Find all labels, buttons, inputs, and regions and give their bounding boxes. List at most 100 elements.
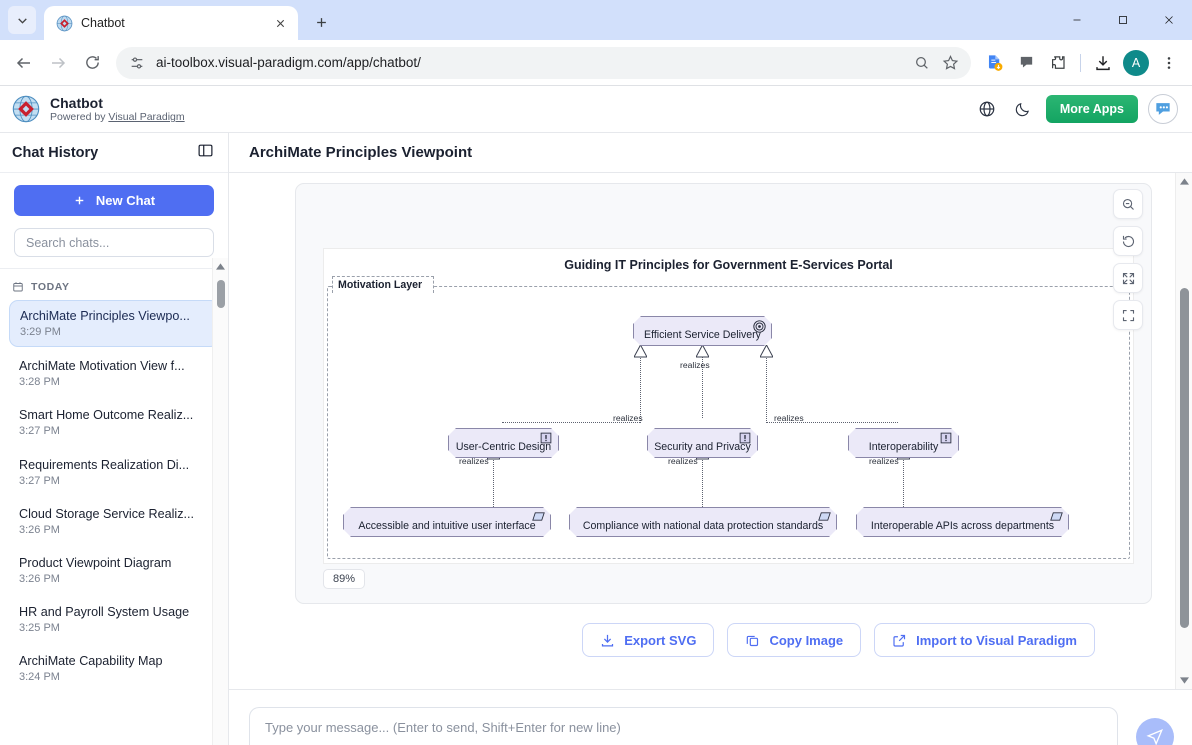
download-icon	[602, 634, 614, 646]
new-chat-button[interactable]: New Chat	[14, 185, 214, 216]
diagram-node-principle-user-centric-design[interactable]: User-Centric Design	[448, 428, 559, 458]
window-close-button[interactable]	[1146, 0, 1192, 40]
forward-button[interactable]	[42, 47, 74, 79]
chat-history-item[interactable]: ArchiMate Motivation View f...3:28 PM	[9, 351, 219, 396]
three-dot-menu-icon[interactable]	[1154, 48, 1184, 78]
chat-history-item-title: Smart Home Outcome Realiz...	[19, 408, 194, 423]
panel-collapse-icon[interactable]	[197, 142, 214, 164]
plus-icon	[316, 17, 326, 27]
chat-history-item-title: Product Viewpoint Diagram	[19, 555, 172, 570]
chat-history-item-title: Cloud Storage Service Realiz...	[19, 506, 194, 521]
scroll-up-arrow-icon[interactable]	[1176, 173, 1192, 190]
diagram-node-requirement-compliance[interactable]: Compliance with national data protection…	[569, 507, 837, 537]
connector-line	[493, 458, 494, 507]
chat-history-item-time: 3:24 PM	[19, 671, 60, 684]
message-input[interactable]	[249, 706, 1118, 745]
diagram-node-goal[interactable]: Efficient Service Delivery	[633, 316, 772, 346]
diagram-node-principle-security-and-privacy[interactable]: Security and Privacy	[647, 428, 758, 458]
connector-line	[766, 356, 767, 423]
more-apps-button[interactable]: More Apps	[1045, 95, 1138, 123]
fit-screen-icon[interactable]	[1113, 263, 1143, 293]
copy-image-button[interactable]: Copy Image	[727, 623, 862, 657]
back-button[interactable]	[8, 47, 40, 79]
edge-label: realizes	[774, 413, 804, 423]
zoom-out-icon[interactable]	[1113, 189, 1143, 219]
principle-icon	[540, 432, 553, 445]
new-tab-button[interactable]	[306, 7, 336, 37]
star-icon[interactable]	[941, 54, 959, 72]
diagram-canvas[interactable]: Guiding IT Principles for Government E-S…	[323, 248, 1134, 564]
sidebar-scrollbar[interactable]	[212, 258, 228, 745]
chat-history-item[interactable]: Requirements Realization Di...3:27 PM	[9, 450, 219, 495]
calendar-icon	[13, 282, 23, 292]
globe-icon	[979, 101, 995, 117]
chat-history-item[interactable]: Product Viewpoint Diagram 3:26 PM	[9, 548, 219, 593]
plus-icon	[75, 196, 84, 205]
send-button[interactable]	[1136, 718, 1174, 745]
puzzle-piece-icon[interactable]	[1043, 48, 1073, 78]
chat-history-item[interactable]: Cloud Storage Service Realiz...3:26 PM	[9, 499, 219, 544]
profile-avatar[interactable]: A	[1123, 49, 1149, 76]
page-title: ArchiMate Principles Viewpoint	[249, 144, 473, 161]
diagram-card: Guiding IT Principles for Government E-S…	[295, 183, 1152, 604]
main-scroll-region: Guiding IT Principles for Government E-S…	[229, 173, 1192, 689]
realization-arrowhead	[696, 345, 709, 358]
window-minimize-button[interactable]	[1054, 0, 1100, 40]
search-zoom-icon[interactable]	[913, 54, 931, 72]
close-icon[interactable]	[270, 13, 290, 33]
tab-search-container	[0, 0, 44, 40]
chat-bubble-icon[interactable]	[1011, 48, 1041, 78]
reset-icon[interactable]	[1113, 226, 1143, 256]
visual-paradigm-link[interactable]: Visual Paradigm	[108, 111, 185, 124]
chat-history-list[interactable]: TODAY ArchiMate Principles Viewpo...3:29…	[0, 269, 228, 745]
main-header: ArchiMate Principles Viewpoint	[229, 133, 1192, 173]
edge-label: realizes	[613, 413, 643, 423]
chat-history-item-time: 3:26 PM	[19, 573, 60, 586]
export-svg-button[interactable]: Export SVG	[582, 623, 715, 657]
main-scrollbar-thumb[interactable]	[1180, 288, 1189, 628]
diagram-node-requirement-interoperable-apis[interactable]: Interoperable APIs across departments	[856, 507, 1069, 537]
browser-toolbar: ai-toolbox.visual-paradigm.com/app/chatb…	[0, 40, 1192, 86]
address-bar-url: ai-toolbox.visual-paradigm.com/app/chatb…	[156, 55, 421, 70]
chat-history-item-title: Requirements Realization Di...	[19, 457, 190, 472]
diagram-node-requirement-accessible-ui[interactable]: Accessible and intuitive user interface	[343, 507, 551, 537]
scroll-up-arrow-icon[interactable]	[213, 258, 228, 274]
chat-history-item[interactable]: Smart Home Outcome Realiz... 3:27 PM	[9, 400, 219, 445]
principle-icon	[940, 432, 953, 445]
chat-history-item-time: 3:27 PM	[19, 425, 60, 438]
language-button[interactable]	[974, 96, 1000, 122]
downloads-icon[interactable]	[1088, 48, 1118, 78]
maximize-icon	[1119, 16, 1127, 24]
sidebar: Chat History New Chat TODAY ArchiMat	[0, 133, 229, 745]
reload-button[interactable]	[76, 47, 108, 79]
zoom-level-badge[interactable]: 89%	[323, 569, 366, 589]
address-bar[interactable]: ai-toolbox.visual-paradigm.com/app/chatb…	[116, 46, 971, 79]
chat-history-item[interactable]: ArchiMate Principles Viewpo...3:29 PM	[9, 300, 219, 348]
app-brand: Chatbot Powered by Visual Paradigm	[50, 95, 185, 123]
principle-icon	[739, 432, 752, 445]
window-maximize-button[interactable]	[1100, 0, 1146, 40]
search-input[interactable]	[14, 228, 214, 257]
send-paper-plane-icon	[1146, 728, 1164, 745]
tab-search-button[interactable]	[8, 6, 36, 34]
tune-site-settings-icon[interactable]	[128, 54, 146, 72]
diagram-node-label: Security and Privacy	[654, 441, 751, 453]
document-download-extension-icon[interactable]	[979, 48, 1009, 78]
diagram-node-principle-interoperability[interactable]: Interoperability	[848, 428, 959, 458]
requirement-icon	[818, 511, 831, 524]
fullscreen-icon[interactable]	[1113, 300, 1143, 330]
chat-history-item-title: HR and Payroll System Usage	[19, 605, 190, 620]
requirement-icon	[1050, 511, 1063, 524]
moon-icon	[1016, 102, 1030, 116]
connector-line	[502, 422, 640, 423]
main-scrollbar[interactable]	[1175, 173, 1192, 689]
browser-tab-chatbot[interactable]: Chatbot	[44, 6, 298, 40]
sidebar-scrollbar-thumb[interactable]	[217, 280, 225, 308]
import-to-visual-paradigm-button[interactable]: Import to Visual Paradigm	[874, 623, 1095, 657]
chatbot-avatar-icon[interactable]	[1148, 94, 1178, 124]
connector-line	[702, 458, 703, 507]
scroll-down-arrow-icon[interactable]	[1176, 672, 1192, 689]
dark-mode-toggle[interactable]	[1010, 96, 1036, 122]
